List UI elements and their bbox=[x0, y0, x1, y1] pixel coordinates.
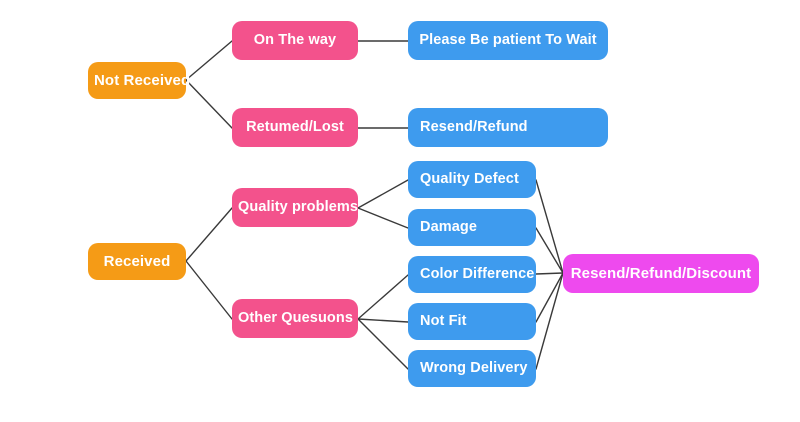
connector-color-difference-to-resend-refund-discount bbox=[535, 272, 564, 275]
node-label-received: Received bbox=[103, 253, 171, 270]
node-label-quality-defect: Quality Defect bbox=[420, 171, 519, 188]
connector-wrong-delivery-to-resend-refund-discount bbox=[535, 272, 564, 370]
node-not-fit[interactable]: Not Fit bbox=[408, 303, 536, 340]
connector-received-to-other-questions bbox=[185, 260, 233, 320]
node-resend-refund-discount[interactable]: Resend/Refund/Discount bbox=[563, 254, 759, 293]
node-label-quality-problems: Quality problems bbox=[238, 199, 359, 216]
node-label-damage: Damage bbox=[420, 219, 478, 236]
node-label-resend-refund-discount: Resend/Refund/Discount bbox=[570, 265, 752, 282]
node-label-color-difference: Color Difference bbox=[420, 266, 535, 283]
node-label-returned-lost: Retumed/Lost bbox=[246, 119, 344, 136]
connector-not-received-to-on-the-way bbox=[185, 40, 233, 81]
connector-quality-problems-to-quality-defect bbox=[357, 179, 409, 209]
connector-not-received-to-returned-lost bbox=[185, 79, 233, 129]
connector-received-to-quality-problems bbox=[185, 207, 233, 262]
node-received[interactable]: Received bbox=[88, 243, 186, 280]
node-quality-problems[interactable]: Quality problems bbox=[232, 188, 358, 227]
node-color-difference[interactable]: Color Difference bbox=[408, 256, 536, 293]
node-label-wrong-delivery: Wrong Delivery bbox=[420, 360, 528, 377]
node-please-be-patient[interactable]: Please Be patient To Wait bbox=[408, 21, 608, 60]
connector-not-fit-to-resend-refund-discount bbox=[535, 272, 564, 323]
node-wrong-delivery[interactable]: Wrong Delivery bbox=[408, 350, 536, 387]
node-resend-refund[interactable]: Resend/Refund bbox=[408, 108, 608, 147]
connector-quality-defect-to-resend-refund-discount bbox=[535, 179, 564, 274]
node-on-the-way[interactable]: On The way bbox=[232, 21, 358, 60]
node-quality-defect[interactable]: Quality Defect bbox=[408, 161, 536, 198]
node-label-other-questions: Other Quesuons bbox=[238, 310, 353, 327]
node-label-not-fit: Not Fit bbox=[420, 313, 467, 330]
connector-other-questions-to-color-difference bbox=[357, 274, 409, 320]
connector-damage-to-resend-refund-discount bbox=[535, 227, 564, 274]
connector-other-questions-to-not-fit bbox=[357, 318, 409, 323]
node-other-questions[interactable]: Other Quesuons bbox=[232, 299, 358, 338]
node-not-received[interactable]: Not Received bbox=[88, 62, 191, 99]
node-damage[interactable]: Damage bbox=[408, 209, 536, 246]
node-label-on-the-way: On The way bbox=[253, 32, 337, 49]
connector-quality-problems-to-damage bbox=[357, 207, 409, 229]
connector-other-questions-to-wrong-delivery bbox=[357, 318, 409, 370]
node-returned-lost[interactable]: Retumed/Lost bbox=[232, 108, 358, 147]
node-label-not-received: Not Received bbox=[94, 72, 191, 89]
node-label-please-be-patient: Please Be patient To Wait bbox=[419, 32, 597, 49]
node-label-resend-refund: Resend/Refund bbox=[420, 119, 528, 136]
